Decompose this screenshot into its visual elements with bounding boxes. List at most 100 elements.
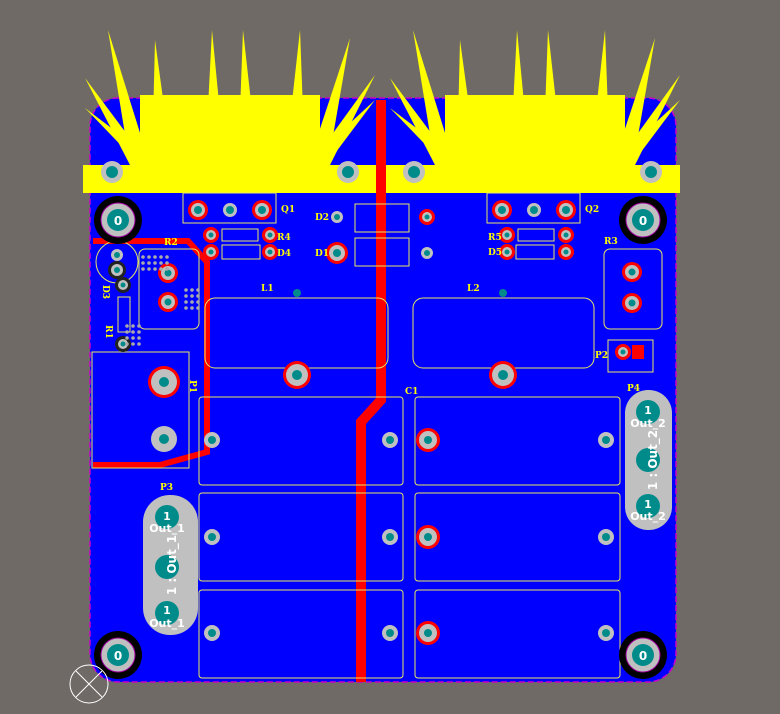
label-r1: R1 — [103, 325, 113, 339]
p4-pin1-number: 1 — [644, 404, 652, 417]
pad-hole — [208, 249, 214, 255]
heatsink-fin — [310, 100, 375, 160]
pad-hole — [334, 214, 340, 220]
thermal-via — [153, 255, 157, 259]
thermal-via — [184, 288, 188, 292]
label-p4: P4 — [627, 384, 640, 394]
thermal-via — [147, 267, 151, 271]
mounting-hole-net: 0 — [114, 649, 122, 663]
pad-hole — [159, 377, 169, 387]
heatsink-fin — [108, 30, 150, 165]
thermal-via — [131, 324, 135, 328]
thermal-via — [125, 330, 129, 334]
thermal-via — [141, 267, 145, 271]
label-d5: D5 — [488, 248, 502, 258]
mounting-hole: 0 — [94, 631, 142, 679]
pad-hole — [563, 249, 569, 255]
thermal-via — [159, 267, 163, 271]
pad-hole — [530, 206, 538, 214]
pad-hole — [602, 533, 610, 541]
pad-hole — [114, 267, 120, 273]
pad-hole — [602, 629, 610, 637]
label-l1: L1 — [261, 284, 274, 294]
pad-hole — [424, 214, 430, 220]
pad-hole — [267, 249, 273, 255]
label-r3: R3 — [604, 237, 618, 247]
connector-pin — [636, 494, 660, 518]
pad-hole — [267, 232, 273, 238]
pad-hole — [333, 249, 341, 257]
pad-hole — [424, 250, 430, 256]
thermal-via — [196, 300, 200, 304]
thermal-via — [159, 261, 163, 265]
mounting-hole-net: 0 — [639, 649, 647, 663]
p3-pin1-number: 1 — [163, 510, 171, 523]
label-r5: R5 — [488, 233, 502, 243]
p3-pin1-net: Out_1 — [149, 522, 185, 535]
label-r4: R4 — [277, 233, 291, 243]
pad-hole — [386, 533, 394, 541]
pad-hole — [159, 434, 169, 444]
p4-pin2-net: Out_2 — [630, 510, 666, 523]
connector-pin — [155, 555, 179, 579]
p4-label: 1 : Out_2 — [646, 430, 661, 490]
heatsink-body — [140, 95, 320, 167]
label-p3: P3 — [160, 483, 173, 493]
label-p1: P1 — [187, 380, 197, 393]
label-d4: D4 — [277, 249, 291, 259]
thermal-via — [196, 294, 200, 298]
via — [293, 289, 301, 297]
p3-pin2-net: Out_1 — [149, 617, 185, 630]
pad-hole — [602, 436, 610, 444]
thermal-via — [190, 294, 194, 298]
heatsink-body — [445, 95, 625, 167]
mounting-hole-net: 0 — [114, 214, 122, 228]
thermal-via — [190, 300, 194, 304]
heatsink-fin — [390, 78, 455, 165]
heatsink-fin — [615, 100, 680, 160]
thermal-via — [125, 336, 129, 340]
thermal-via — [137, 336, 141, 340]
heatsinks — [83, 30, 680, 193]
pad-hole — [498, 370, 508, 380]
pad-hole — [208, 436, 216, 444]
thermal-via — [184, 294, 188, 298]
pad-hole — [208, 629, 216, 637]
pad-hole — [424, 533, 432, 541]
p3-label: 1 : Out_1 — [165, 535, 180, 595]
thermal-via — [147, 255, 151, 259]
pads — [101, 161, 662, 645]
connector-pin — [636, 400, 660, 424]
pad-hole — [386, 629, 394, 637]
heatsink-fin — [310, 75, 375, 165]
thermal-via — [196, 306, 200, 310]
connector-pin — [155, 601, 179, 625]
p3-pin2-number: 1 — [163, 604, 171, 617]
thermal-via — [141, 255, 145, 259]
pad-hole — [164, 269, 172, 277]
label-q2: Q2 — [585, 205, 599, 215]
connector-pin — [636, 448, 660, 472]
pad-hole — [424, 436, 432, 444]
thermal-via — [131, 330, 135, 334]
thermal-via — [184, 300, 188, 304]
mounting-hole: 0 — [619, 196, 667, 244]
thermal-via — [131, 342, 135, 346]
pad-hole — [292, 370, 302, 380]
pad-hole — [504, 232, 510, 238]
pad-hole — [620, 349, 626, 355]
pad-hole — [114, 252, 120, 258]
thermal-via — [137, 330, 141, 334]
pad-hole — [498, 206, 506, 214]
thermal-via — [137, 342, 141, 346]
thermal-via — [196, 288, 200, 292]
label-d1: D1 — [315, 249, 329, 259]
connector-pin — [155, 505, 179, 529]
pad-hole — [504, 249, 510, 255]
thermal-via — [153, 267, 157, 271]
thermal-via — [131, 336, 135, 340]
thermal-via — [165, 267, 169, 271]
heatsink-fin — [85, 78, 150, 165]
